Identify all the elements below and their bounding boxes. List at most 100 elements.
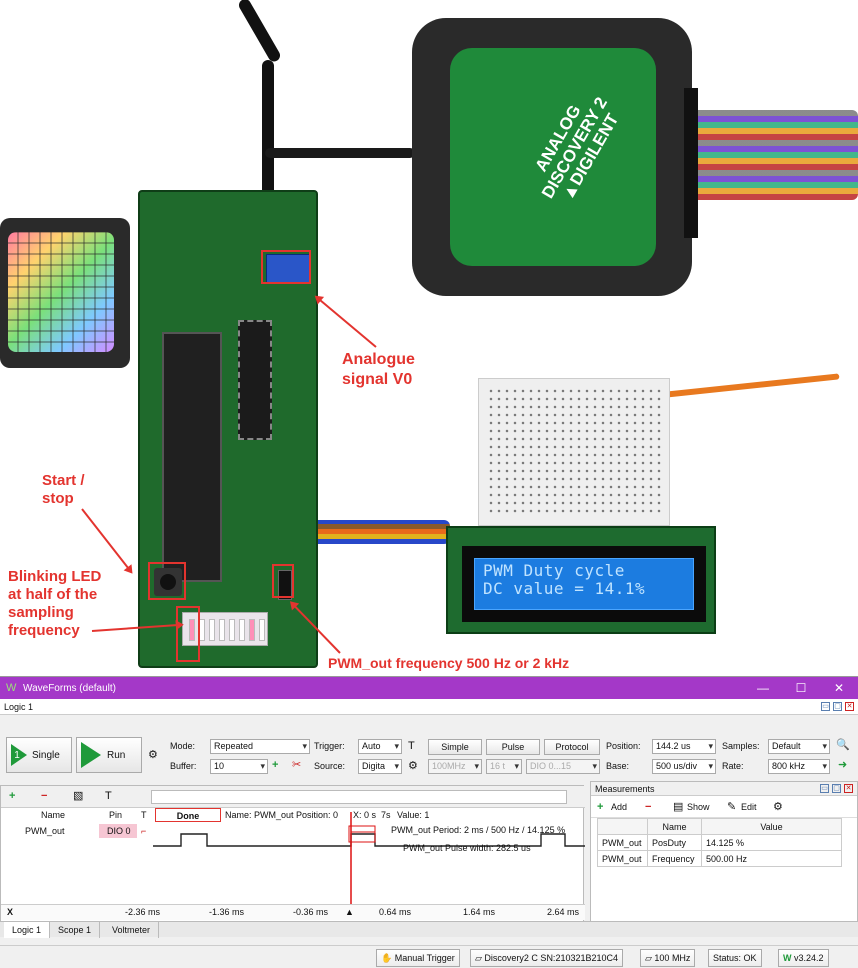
show-button[interactable]: Show [687, 802, 710, 812]
restore-icon[interactable]: ▢ [833, 702, 842, 711]
settings-gear-icon[interactable]: ⚙ [148, 749, 158, 761]
buffer-input[interactable]: 10 [210, 759, 268, 774]
waveform-plot[interactable]: PWM_out Period: 2 ms / 500 Hz / 14.125 %… [153, 812, 585, 912]
add-measurement-icon[interactable]: + [597, 801, 604, 813]
position-label: Position: [606, 741, 641, 751]
simple-trigger-button[interactable]: Simple [428, 739, 482, 755]
tick-2: -0.36 ms [293, 907, 329, 917]
cursor-info-x: X: 0 s [353, 810, 377, 820]
source-label: Source: [314, 761, 346, 771]
hardware-photo: ANALOG DISCOVERY 2 ▲DIGILENT PWM Duty cy… [0, 0, 858, 676]
mode-select[interactable]: Repeated [210, 739, 310, 754]
status-bar: ✋ Manual Trigger ▱ Discovery2 C SN:21032… [0, 945, 858, 968]
lcd-module: PWM Duty cycle DC value = 14.1% [446, 526, 716, 634]
led-matrix-lamp [0, 218, 130, 368]
status-button[interactable]: Status: OK [708, 949, 762, 967]
remove-channel-icon[interactable]: − [41, 790, 48, 802]
meas-restore-icon[interactable]: ▢ [832, 784, 841, 793]
tab-logic-1[interactable]: Logic 1 [4, 922, 51, 938]
highlight-switch [272, 564, 294, 598]
meas-close-icon[interactable]: ✕ [844, 784, 853, 793]
run-button[interactable]: Run [76, 737, 142, 773]
device-button[interactable]: ▱ Discovery2 C SN:210321B210C4 [470, 949, 623, 967]
device-icon: ▱ [475, 953, 485, 963]
tab-voltmeter[interactable]: Voltmeter [104, 922, 160, 938]
signal-name: PWM_out [25, 826, 65, 836]
meas-value: 14.125 % [701, 834, 842, 851]
manual-trigger-icon: ✋ [381, 953, 395, 963]
maximize-icon[interactable]: ☐ [795, 681, 807, 695]
remove-measurement-icon[interactable]: − [645, 801, 652, 813]
led-bargraph [182, 612, 268, 646]
clock-icon: ▱ [645, 953, 655, 963]
trigger-select[interactable]: Auto [358, 739, 402, 754]
manual-trigger-button[interactable]: ✋ Manual Trigger [376, 949, 460, 967]
single-button[interactable]: 1 Single [6, 737, 72, 773]
pulse-trigger-button[interactable]: Pulse [486, 739, 540, 755]
logic-scrollbar[interactable] [151, 790, 567, 804]
logic-toolbar: + − ▧ T [1, 786, 585, 808]
rate-arrow-icon[interactable]: ➜ [838, 759, 848, 771]
waveforms-app-icon: W [6, 682, 17, 694]
float-icon[interactable]: ▭ [821, 702, 830, 711]
show-icon[interactable]: ▤ [673, 801, 684, 813]
period-measurement: PWM_out Period: 2 ms / 500 Hz / 14.125 % [391, 825, 565, 835]
channel-row-pwm[interactable]: PWM_out DIO 0 ⌐ [1, 824, 585, 840]
single-icon: 1 [11, 744, 27, 766]
add-buffer-icon[interactable]: + [272, 759, 279, 771]
edit-icon[interactable]: ✎ [727, 801, 737, 813]
samples-select[interactable]: Default [768, 739, 830, 754]
pulse-width-measurement: PWM_out Pulse width: 282.5 us [403, 843, 531, 853]
breadboard [478, 378, 670, 526]
meas-settings-icon[interactable]: ⚙ [773, 801, 783, 813]
source-select[interactable]: Digita [358, 759, 402, 774]
add-channel-icon[interactable]: + [9, 790, 16, 802]
trigger-dio-select: DIO 0...15 [526, 759, 600, 774]
highlight-led [176, 606, 200, 662]
arrow-analogue [315, 296, 377, 348]
cursor-info-value: Value: 1 [397, 810, 430, 820]
title-bar: W WaveForms (default) — ☐ ✕ [0, 677, 858, 699]
annotation-blinking: Blinking LED at half of the sampling fre… [8, 568, 102, 639]
table-row[interactable]: PWM_out PosDuty 14.125 % [597, 834, 842, 851]
pic-microcontroller-board [138, 190, 318, 668]
samples-zoom-icon[interactable]: 🔍 [836, 739, 850, 751]
table-row[interactable]: PWM_out Frequency 500.00 Hz [597, 850, 842, 867]
meas-float-icon[interactable]: ▭ [820, 784, 829, 793]
logic-analyzer-pane: + − ▧ T Name Pin T Done Name: PWM_out Po… [0, 785, 585, 925]
minimize-icon[interactable]: — [757, 681, 769, 695]
x-axis-select[interactable]: X [7, 907, 14, 917]
position-input[interactable]: 144.2 us [652, 739, 716, 754]
document-tab-bar: Logic 1 ▭ ▢ ✕ [0, 699, 858, 715]
trigger-bits-select: 16 t [486, 759, 522, 774]
base-select[interactable]: 500 us/div [652, 759, 716, 774]
trigger-edge-icon[interactable]: ⌐ [141, 826, 147, 836]
rate-label: Rate: [722, 761, 744, 771]
pin-header [238, 320, 272, 440]
annotation-pwm-frequency: PWM_out frequency 500 Hz or 2 kHz [328, 655, 570, 671]
doc-close-icon[interactable]: ✕ [845, 702, 854, 711]
annotation-analogue: Analogue signal V0 [342, 351, 415, 388]
potentiometer [266, 254, 310, 284]
trigger-type-icon[interactable]: T [105, 790, 112, 802]
source-settings-icon[interactable]: ⚙ [408, 760, 418, 772]
col-t: T [141, 810, 147, 820]
tab-scope-1[interactable]: Scope 1 [50, 922, 101, 938]
col-pin: Pin [109, 810, 123, 820]
rate-select[interactable]: 800 kHz [768, 759, 830, 774]
clock-button[interactable]: ▱ 100 MHz [640, 949, 696, 967]
meas-value: 500.00 Hz [701, 850, 842, 867]
run-label: Run [107, 749, 126, 761]
meas-channel: PWM_out [597, 834, 648, 851]
clear-buffer-icon[interactable]: ✂ [292, 759, 302, 771]
version-button[interactable]: W v3.24.2 [778, 949, 829, 967]
cursor-info-name: Name: PWM_out Position: 0 [225, 810, 339, 820]
close-icon[interactable]: ✕ [833, 681, 845, 695]
protocol-trigger-button[interactable]: Protocol [544, 739, 600, 755]
black-cable-2 [262, 60, 274, 210]
add-measurement-button[interactable]: Add [611, 802, 628, 812]
trigger-hammer-icon[interactable]: T [408, 740, 415, 752]
device-label: Discovery2 C SN:210321B210C4 [484, 953, 618, 963]
channel-edit-icon[interactable]: ▧ [73, 790, 84, 802]
edit-button[interactable]: Edit [741, 802, 757, 812]
